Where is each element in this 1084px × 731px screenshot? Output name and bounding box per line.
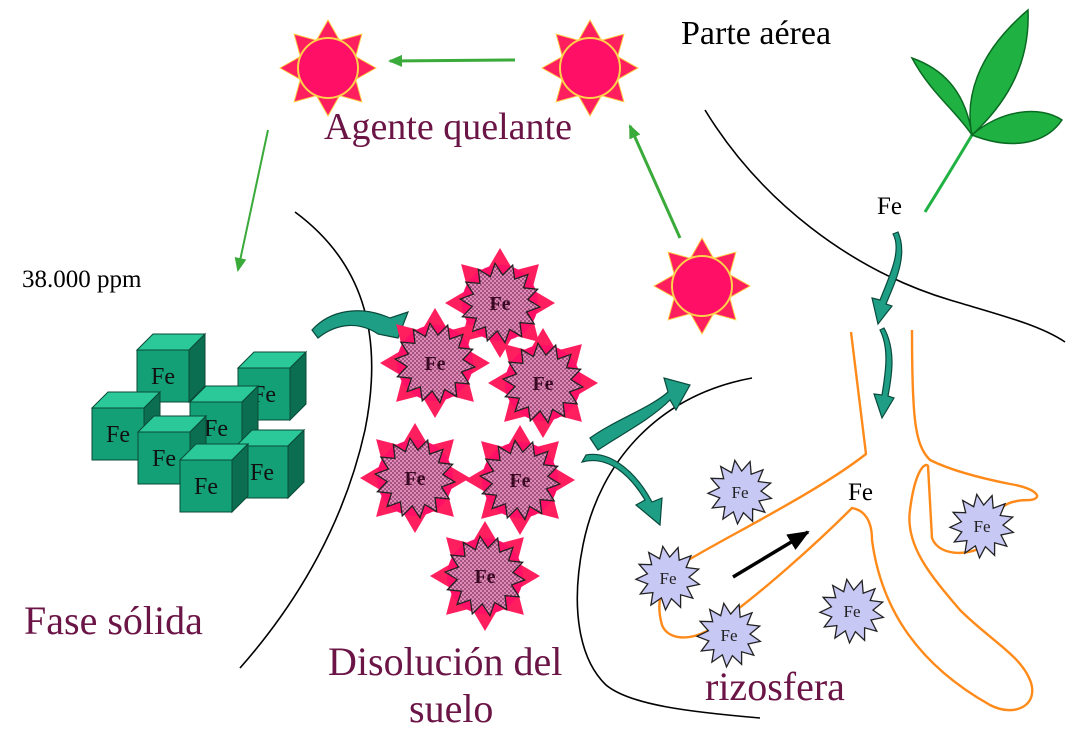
fe-chelate-label: Fe — [424, 353, 445, 375]
label-concentration: 38.000 ppm — [22, 266, 142, 293]
free-fe-label: Fe — [660, 569, 677, 588]
label-aerial-part: Parte aérea — [681, 15, 831, 52]
fe-cube-label: Fe — [204, 416, 228, 442]
fe-cube-label: Fe — [106, 422, 130, 448]
label-fe-stem: Fe — [877, 193, 902, 220]
label-chelating-agent: Agente quelante — [324, 106, 572, 148]
chelating-agent-sun — [654, 238, 750, 334]
fe-chelate-complex: Fe — [465, 425, 575, 535]
chelating-agent-sun — [542, 20, 638, 116]
free-fe-label: Fe — [732, 483, 749, 502]
label-soil-solution-line1: Disolución del — [328, 639, 562, 684]
free-fe-ion: Fe — [697, 603, 760, 667]
arrow-uptake — [733, 532, 808, 577]
fe-chelate-label: Fe — [532, 373, 553, 395]
free-fe-ion: Fe — [950, 494, 1013, 558]
fe-chelate-label: Fe — [509, 470, 530, 492]
label-rhizosphere: rizosfera — [705, 664, 845, 709]
chelating-agent-sun — [280, 20, 376, 116]
label-fe-root: Fe — [848, 479, 873, 506]
free-fe-ion: Fe — [636, 546, 699, 610]
fe-cube-label: Fe — [194, 474, 218, 500]
fe-cube-label: Fe — [152, 446, 176, 472]
fe-chelate-complex: Fe — [360, 423, 470, 533]
arrow-release — [390, 60, 515, 61]
label-soil-solution-line2: suelo — [409, 686, 493, 731]
fe-chelate-complex: Fe — [430, 521, 540, 631]
arrow-return — [630, 126, 680, 238]
free-fe-label: Fe — [721, 626, 738, 645]
fe-cube-label: Fe — [250, 460, 274, 486]
free-fe-label: Fe — [974, 517, 991, 536]
label-solid-phase: Fase sólida — [24, 598, 203, 643]
plant-leaves — [912, 10, 1062, 212]
free-fe-ion: Fe — [708, 460, 771, 524]
fe-chelate-label: Fe — [474, 566, 495, 588]
free-fe-label: Fe — [844, 602, 861, 621]
fe-chelate-label: Fe — [489, 293, 510, 315]
fe-chelate-complex: Fe — [380, 308, 490, 418]
fe-cube-label: Fe — [151, 364, 175, 390]
free-fe-ion: Fe — [820, 579, 883, 643]
fe-cube: Fe — [180, 444, 248, 512]
arrow-dissolve — [238, 130, 268, 270]
fe-chelate-label: Fe — [404, 468, 425, 490]
fe-chelate-complex: Fe — [488, 328, 598, 438]
